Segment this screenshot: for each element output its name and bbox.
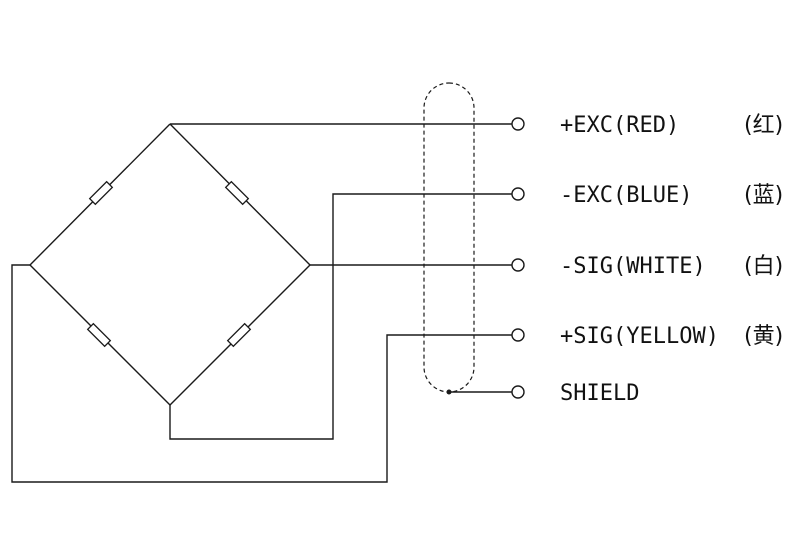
terminal-minus-sig [511, 258, 525, 272]
label-color-yellow-cn: (黄) [744, 324, 783, 349]
wiring [11, 123, 512, 483]
cable-shield [423, 82, 475, 395]
label-plus-sig: +SIG(YELLOW) [560, 324, 719, 349]
shield-outline [423, 82, 475, 393]
wheatstone-bridge [29, 123, 311, 406]
terminal-plus-exc [511, 117, 525, 131]
label-color-white-cn: (白) [744, 254, 783, 279]
label-minus-sig: -SIG(WHITE) [560, 254, 706, 279]
strain-gauge-resistor-1 [88, 180, 114, 206]
strain-gauge-resistor-3 [86, 322, 112, 348]
terminal-minus-exc [511, 187, 525, 201]
terminal-labels: +EXC(RED) -EXC(BLUE) -SIG(WHITE) +SIG(YE… [560, 113, 783, 406]
wire-minus-exc [169, 193, 512, 440]
shield-junction-dot [446, 389, 452, 395]
label-plus-exc: +EXC(RED) [560, 113, 679, 138]
strain-gauge-resistor-4 [226, 322, 252, 348]
label-shield: SHIELD [560, 381, 639, 406]
wire-plus-sig [11, 264, 512, 483]
terminal-shield [511, 385, 525, 399]
terminals [511, 117, 525, 399]
strain-gauge-resistor-2 [224, 180, 250, 206]
terminal-plus-sig [511, 328, 525, 342]
label-color-blue-cn: (蓝) [744, 183, 783, 208]
label-minus-exc: -EXC(BLUE) [560, 183, 692, 208]
label-color-red-cn: (红) [744, 113, 783, 138]
